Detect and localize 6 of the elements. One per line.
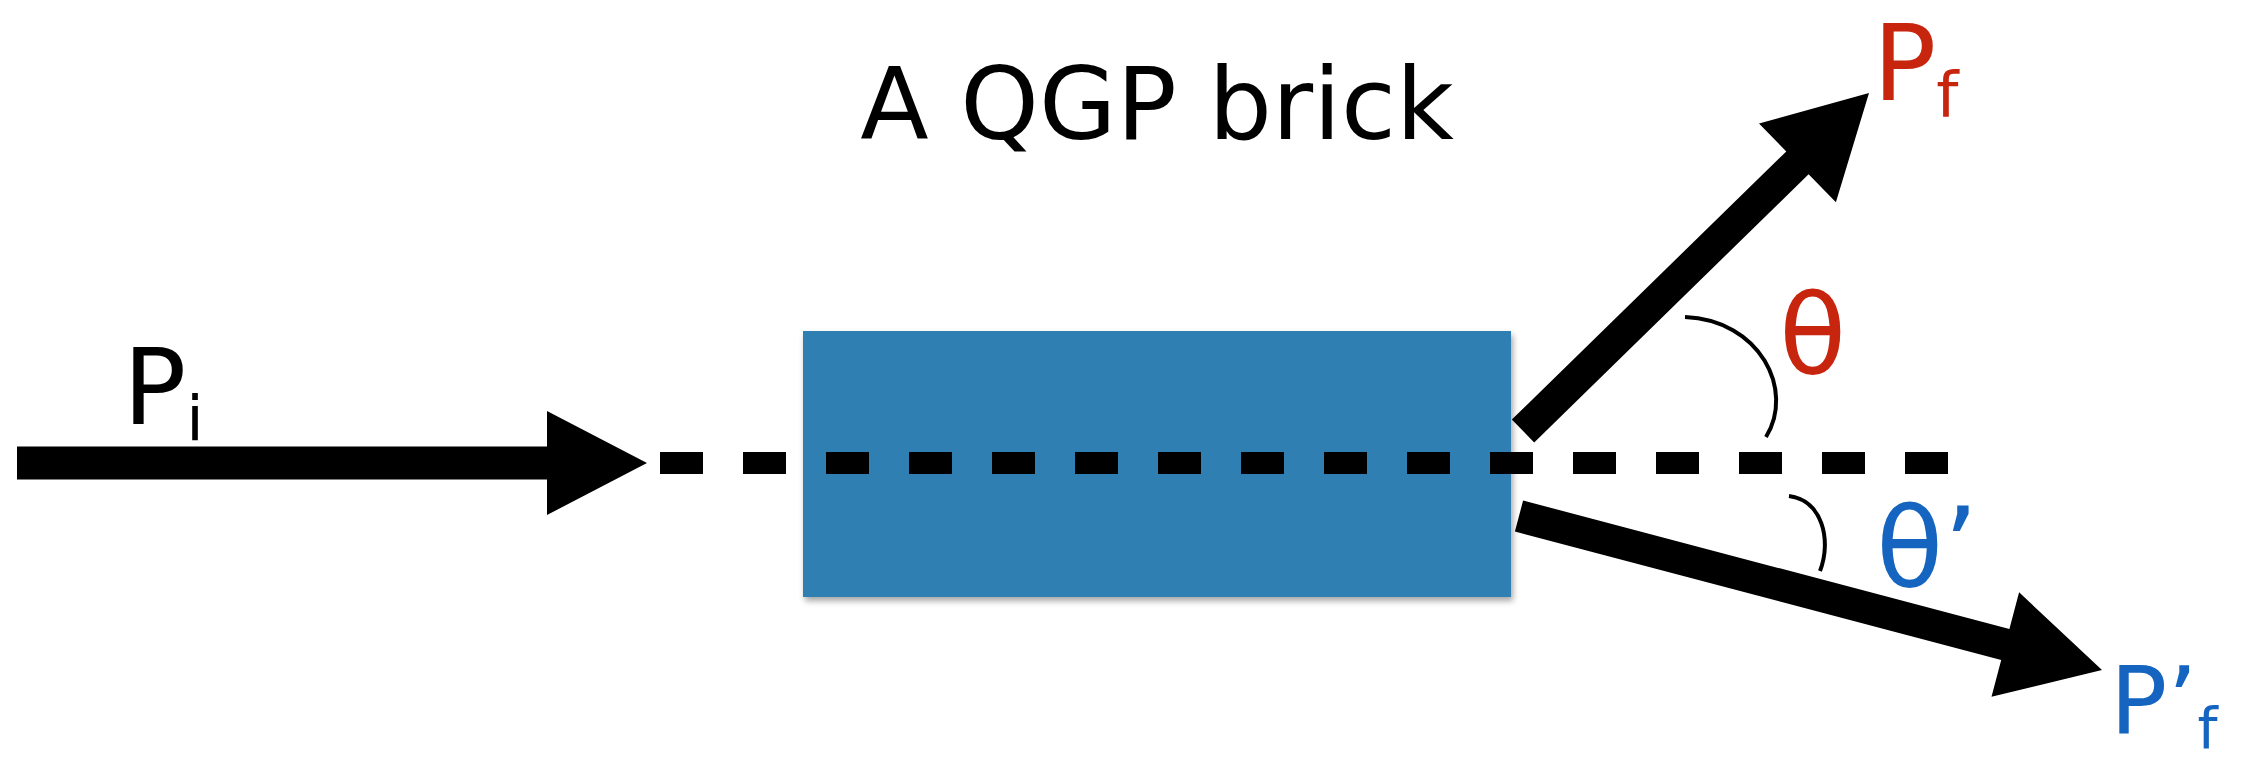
block-title: A QGP brick (859, 45, 1455, 165)
angle-label: θ (1779, 270, 1847, 401)
angle-label: θ’ (1876, 483, 1979, 614)
momentum-label: P$_{i}$ (123, 326, 204, 457)
momentum-label: P$_{f}$ (1873, 2, 1959, 133)
momentum-label: P’$_{f}$ (2110, 645, 2218, 764)
